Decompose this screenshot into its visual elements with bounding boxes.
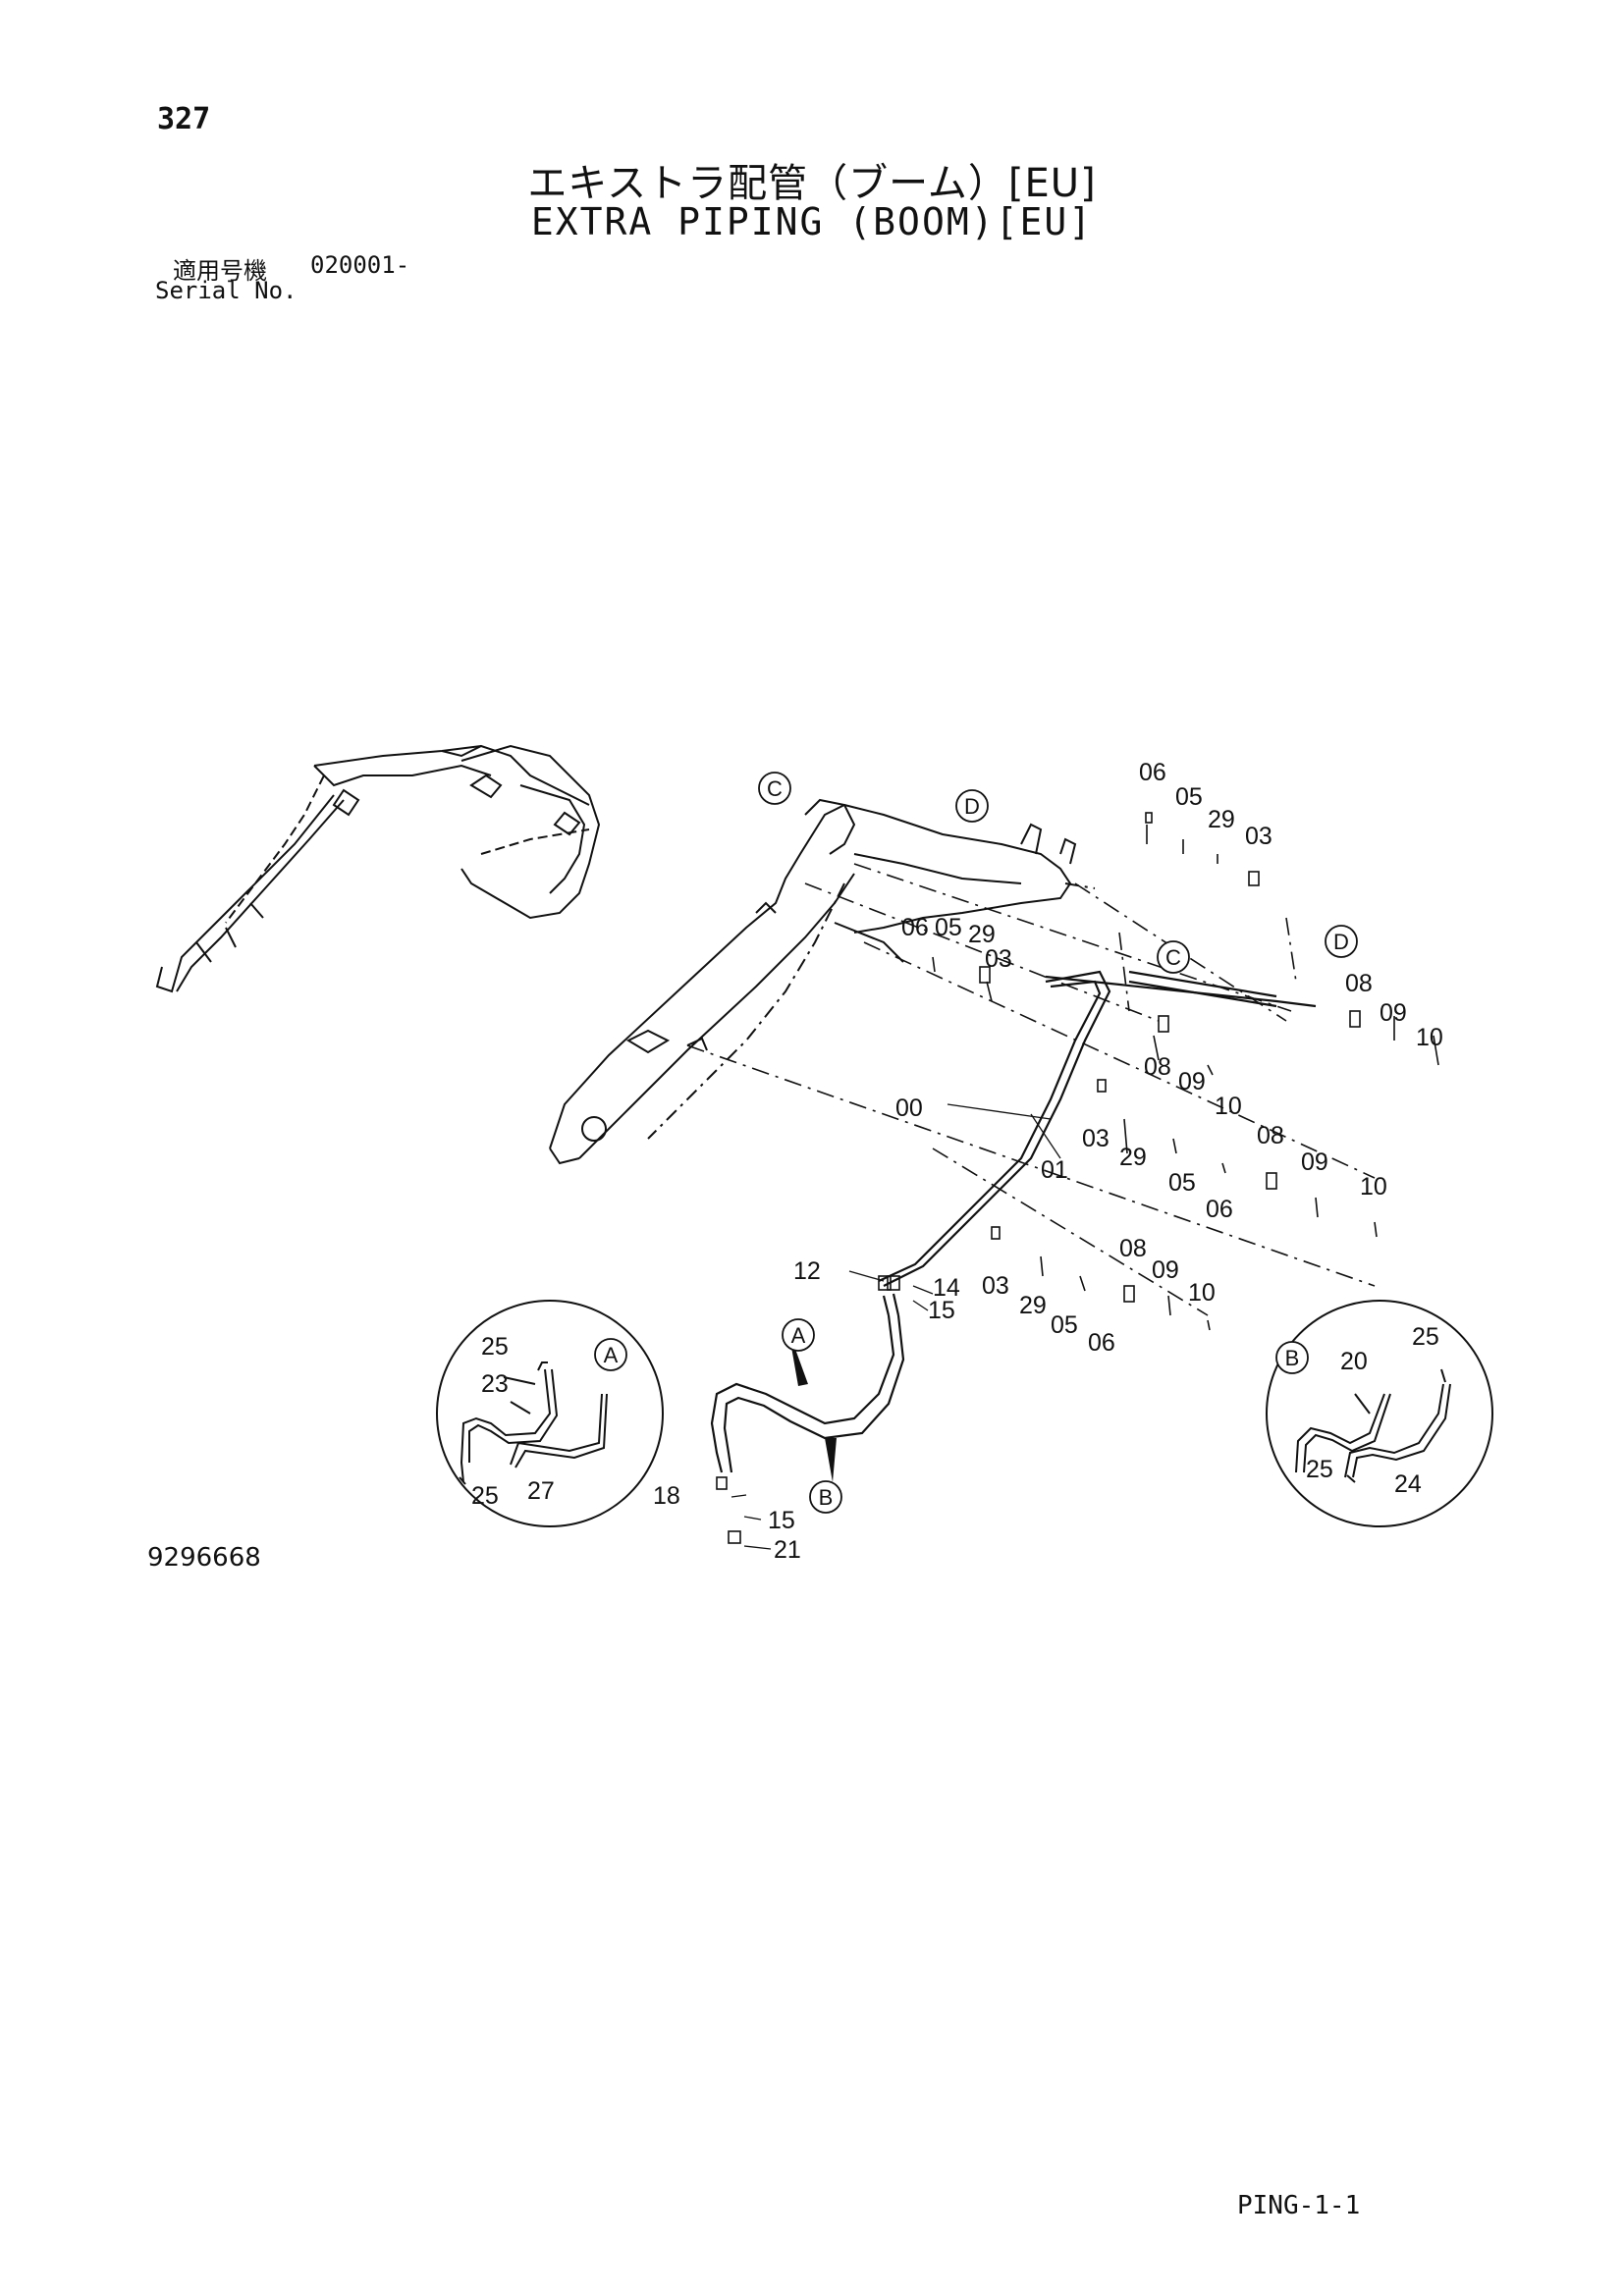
callout-d-right [1325, 925, 1358, 958]
part-label: 05 [1175, 783, 1203, 811]
leader-lines [731, 1103, 1061, 1550]
part-label: 08 [1257, 1122, 1284, 1149]
callout-d-right-letter: D [1333, 930, 1349, 954]
serial-label-japanese: 適用号機 [173, 257, 267, 285]
part-label: 06 [1206, 1196, 1233, 1223]
part-label: 03 [1082, 1125, 1110, 1152]
pipes [878, 970, 1317, 1287]
title-english: EXTRA PIPING (BOOM)[EU] [530, 200, 1094, 243]
part-label: 01 [1041, 1156, 1068, 1184]
part-label: 08 [1144, 1053, 1171, 1081]
part-label: 12 [793, 1257, 821, 1285]
part-label: 20 [1340, 1348, 1368, 1375]
part-label: 00 [895, 1095, 923, 1122]
part-label: 29 [1208, 806, 1235, 833]
fittings [716, 812, 1439, 1544]
part-label: 09 [1152, 1256, 1179, 1284]
part-label: 18 [653, 1482, 680, 1510]
callout-c-top [758, 772, 791, 805]
callout-c-top-letter: C [767, 776, 783, 801]
serial-label-english: Serial No. [155, 277, 298, 304]
drawing-number: 9296668 [147, 1543, 261, 1573]
guide-lines [686, 863, 1376, 1316]
section-arrows [788, 1330, 837, 1482]
part-label: 29 [1019, 1292, 1047, 1319]
callout-c-mid [1157, 940, 1190, 974]
part-label: 14 [933, 1274, 960, 1302]
part-label: 06 [901, 914, 929, 941]
part-label: 03 [982, 1272, 1009, 1300]
hoses [710, 1293, 905, 1473]
overview-excavator [155, 744, 601, 993]
part-label: 25 [471, 1482, 499, 1510]
callout-c-mid-letter: C [1165, 945, 1181, 970]
part-label: 05 [1051, 1311, 1078, 1339]
arrow-b [825, 1438, 837, 1482]
callout-d-top-letter: D [964, 794, 980, 819]
part-label: 25 [1306, 1456, 1333, 1483]
part-label: 23 [481, 1370, 509, 1398]
callout-b-right [1275, 1341, 1309, 1374]
part-label: 08 [1345, 970, 1373, 997]
part-label: 15 [768, 1507, 795, 1534]
part-label: 24 [1394, 1470, 1422, 1498]
page-number: 327 [157, 102, 211, 136]
part-label: 29 [1119, 1144, 1147, 1171]
part-label: 03 [1245, 823, 1272, 850]
part-label: 21 [774, 1536, 801, 1564]
part-label: 06 [1088, 1329, 1115, 1357]
part-label: 05 [1168, 1169, 1196, 1197]
part-label: 25 [481, 1333, 509, 1361]
part-label: 05 [935, 914, 962, 941]
callout-b-arrow [809, 1480, 842, 1514]
part-label: 10 [1360, 1173, 1387, 1201]
boom-structure [549, 798, 1096, 1165]
part-label: 10 [1416, 1024, 1443, 1051]
serial-value: 020001- [310, 251, 410, 279]
callout-a-left [594, 1338, 627, 1371]
callout-d-top [955, 789, 989, 823]
callout-b-arrow-letter: B [819, 1485, 834, 1510]
part-label: 29 [968, 921, 996, 948]
part-label: 15 [928, 1297, 955, 1324]
part-label: 25 [1412, 1323, 1439, 1351]
callout-a-arrow [782, 1318, 815, 1352]
part-label: 09 [1301, 1148, 1328, 1176]
detail-a-circle [436, 1300, 664, 1527]
title-japanese: エキストラ配管（ブーム）[EU] [527, 161, 1097, 206]
part-label: 08 [1119, 1235, 1147, 1262]
part-label: 09 [1178, 1068, 1206, 1095]
part-label: 09 [1380, 999, 1407, 1027]
callout-b-right-letter: B [1285, 1346, 1300, 1370]
callout-a-arrow-letter: A [791, 1323, 806, 1348]
part-label: 06 [1139, 759, 1166, 786]
part-label: 27 [527, 1477, 555, 1505]
part-label: 10 [1215, 1093, 1242, 1120]
part-label: 03 [985, 945, 1012, 973]
part-label: 10 [1188, 1279, 1216, 1307]
detail-b-circle [1266, 1300, 1493, 1527]
callout-a-left-letter: A [604, 1343, 619, 1367]
page-code: PING-1-1 [1237, 2191, 1361, 2220]
